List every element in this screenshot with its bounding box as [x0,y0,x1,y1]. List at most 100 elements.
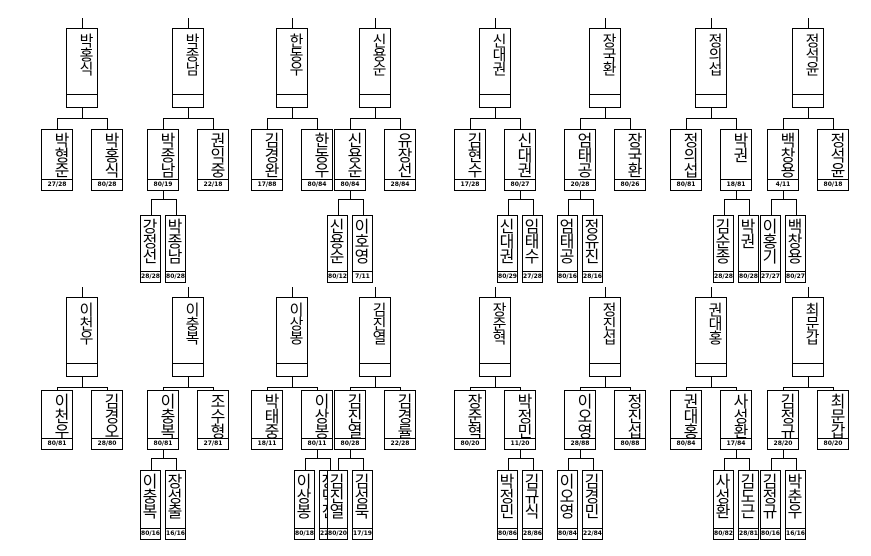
player-name: 김경률 [394,393,413,438]
player-name: 박권 [730,132,749,162]
box-footer [360,94,390,107]
player-name: 정석윤 [803,33,821,75]
connector-line [711,108,712,118]
connector-line [783,387,834,388]
connector-line [150,199,152,215]
connector-line [317,118,318,129]
player-name: 김도근 [737,473,756,518]
player-name: 김규식 [521,473,540,518]
player-name: 박정민 [496,473,515,518]
connector-line [495,377,496,387]
player-name: 권대홍 [680,393,699,438]
player-name: 한동우 [287,33,305,75]
champion-box: 신용순 [359,28,391,108]
connector-line [267,118,318,119]
match-score: 80/84 [671,438,701,449]
player-name: 이충복 [157,393,176,438]
box-footer [480,363,510,376]
match-score: 80/84 [335,179,365,190]
player-name: 최문갑 [803,302,821,344]
player-name: 장국환 [624,132,643,177]
connector-line [736,191,737,199]
connector-line [770,199,772,215]
connector-line [350,387,351,390]
box-footer [360,363,390,376]
box-footer [173,363,203,376]
champion-box: 장준혁 [479,297,511,377]
connector-line [337,199,339,215]
player-name: 신대권 [496,218,515,263]
player-name: 장성출 [164,473,183,518]
connector-line [783,387,784,390]
connector-line [57,118,58,129]
connector-line [520,118,521,129]
player-name: 엄태공 [574,132,593,177]
connector-line [163,118,164,129]
connector-line [592,458,594,470]
connector-line [292,377,293,387]
connector-line [507,199,509,215]
connector-line [630,118,631,129]
player-name: 백창용 [784,218,803,263]
match-score: 18/11 [252,438,282,449]
player-name: 정의섭 [680,132,699,177]
match-score: 80/16 [761,528,780,537]
player-name: 박종남 [164,218,183,263]
match-score: 7/11 [353,271,372,282]
connector-line [267,387,318,388]
connector-line [686,118,737,119]
match-score: 28/86 [523,528,542,537]
champion-box: 이상봉 [276,297,308,377]
box-footer [793,363,823,376]
player-name: 박정민 [514,393,533,438]
match-score: 28/28 [141,271,160,280]
match-score: 80/20 [818,438,848,449]
player-name: 김경오 [101,393,120,438]
champion-box: 권대홍 [695,297,727,377]
champion-box: 정진섭 [589,297,621,377]
player-name: 김성묵 [351,473,370,518]
connector-line [163,387,164,390]
connector-line [292,108,293,118]
connector-line [495,18,496,28]
connector-line [337,199,364,200]
connector-line [507,199,534,200]
box-footer [67,363,97,376]
match-score: 28/88 [565,438,595,449]
connector-line [723,458,750,459]
connector-line [362,199,364,215]
connector-line [213,387,214,390]
champion-box: 김진열 [359,297,391,377]
connector-line [532,458,534,470]
match-score: 80/84 [558,528,577,537]
player-name: 이천우 [77,302,95,344]
connector-line [605,18,606,28]
match-score: 28/84 [385,179,415,190]
match-score: 22/84 [583,528,602,537]
connector-line [580,387,581,390]
connector-line [188,108,189,118]
champion-box: 박종남 [172,28,204,108]
connector-line [580,191,581,199]
